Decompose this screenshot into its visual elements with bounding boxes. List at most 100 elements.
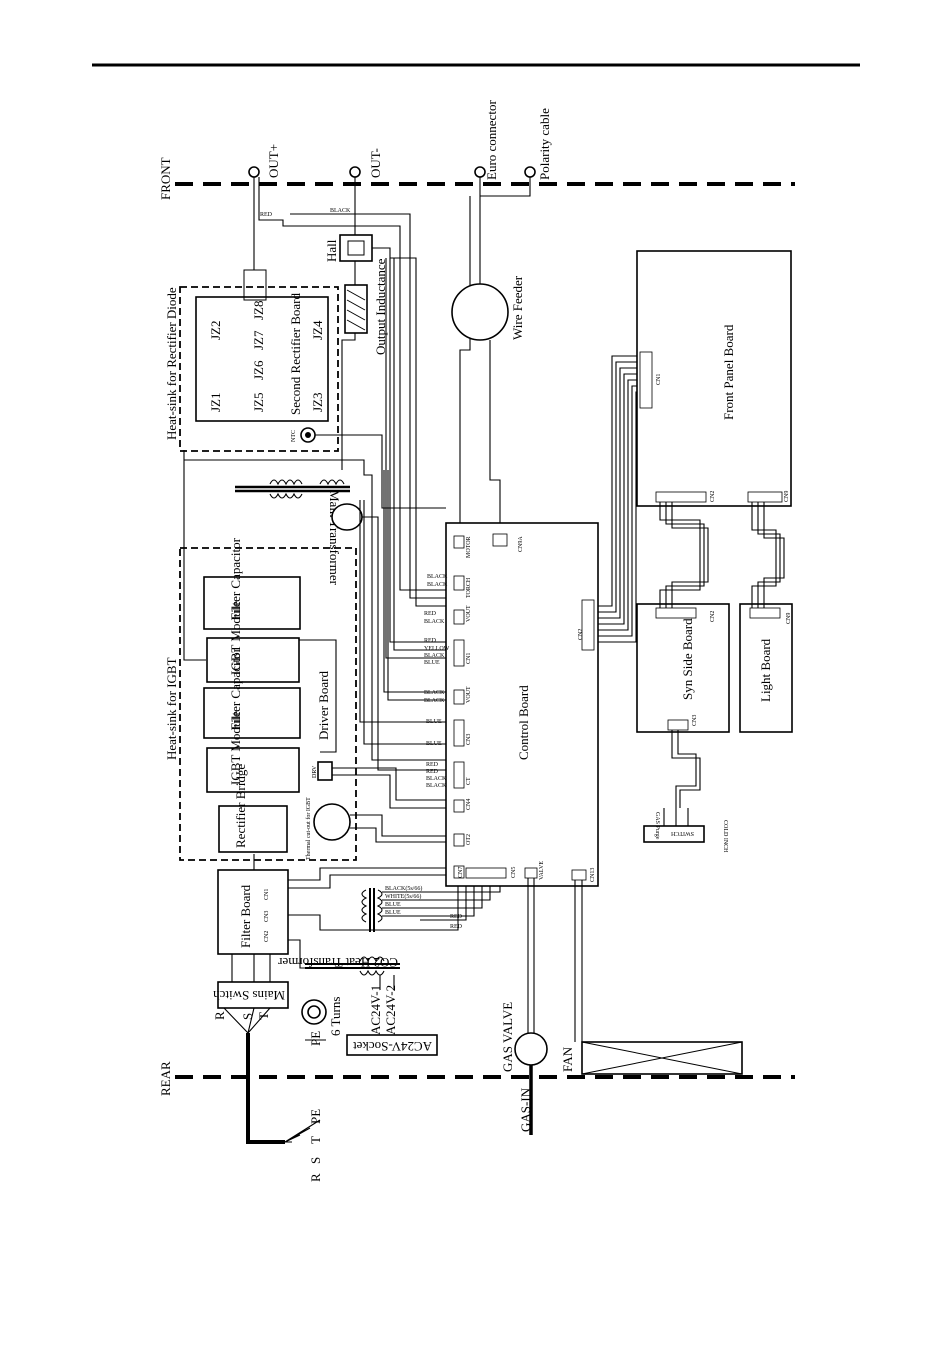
ac24v-socket: [346, 1034, 438, 1056]
cn5-label: CN5: [511, 867, 517, 878]
igbt-module-3-label: IGBT Module: [228, 601, 243, 675]
jz4: JZ4: [310, 320, 325, 340]
svg-text:BLACK: BLACK: [426, 783, 447, 789]
ac24v-1-label: AC24V-1: [368, 985, 383, 1035]
cn13-label: CN13: [590, 868, 596, 882]
thermal-wire: [350, 814, 446, 837]
fp-cn2-label: CN2: [710, 491, 716, 502]
vout-label: VOUT: [466, 605, 472, 622]
cn7-label: CN7: [458, 867, 464, 878]
gas-in-label: GAS-IN: [518, 1087, 533, 1132]
svg-text:RED: RED: [450, 924, 463, 930]
front-label: FRONT: [158, 157, 173, 200]
second-rectifier-board: [195, 296, 329, 422]
front-panel-label: Front Panel Board: [721, 324, 736, 420]
jz3: JZ3: [310, 393, 325, 413]
out-plus-terminal: [248, 166, 260, 178]
mains-switch: [217, 981, 289, 1009]
wire-feeder: [451, 283, 509, 341]
igbt-module-2: [206, 747, 300, 793]
main-transformer-label: Main Transformer: [327, 490, 342, 586]
igbt-module-3: [206, 637, 300, 683]
six-turns-label: 6 Turns: [328, 997, 343, 1036]
polarity-wire: [480, 177, 531, 197]
svg-text:RED: RED: [450, 914, 463, 920]
hall-label: Hall: [324, 239, 339, 262]
igbt-module-2-label: IGBT Module: [228, 711, 243, 785]
fp-cn1-label: CN1: [656, 374, 662, 385]
filter-board: [217, 869, 289, 955]
fb-cn1: CN1: [264, 889, 270, 900]
jz5: JZ5: [251, 393, 266, 413]
svg-text:BLACK: BLACK: [424, 698, 445, 704]
torch-label: TORCH: [466, 577, 472, 598]
vout2-label: VOUT: [466, 686, 472, 703]
mains-s: S: [240, 1013, 255, 1020]
svg-text:BLACK(5s/66): BLACK(5s/66): [385, 885, 422, 892]
supply-s: S: [308, 1157, 323, 1164]
fb-cn3: CN3: [264, 911, 270, 922]
mains-t: T: [256, 1012, 271, 1020]
filter-capacitor-2-label: Filter Capacitor: [228, 647, 243, 730]
front-panel-board: [636, 250, 792, 507]
cn1-label: CN1: [466, 653, 472, 664]
fan-label: FAN: [560, 1046, 575, 1072]
euro-connector-label: Euro connector: [484, 100, 499, 180]
syn-cn2-label: CN2: [710, 611, 716, 622]
driver-wire: [299, 639, 337, 753]
syn-side-label: Syn Side Board: [680, 618, 695, 700]
out-plus-label: OUT+: [266, 144, 281, 178]
current-transformer: [331, 503, 363, 531]
jz7: JZ7: [251, 330, 266, 350]
output-inductance-label: Output Inductance: [373, 258, 388, 355]
hall-wire: [372, 247, 446, 607]
svg-text:BLACK: BLACK: [424, 653, 445, 659]
wire-black-label: BLACK: [330, 208, 351, 214]
mains-r: R: [212, 1011, 227, 1020]
syn-side-board: [636, 603, 730, 733]
cn5-blue-1: BLUE: [385, 902, 401, 908]
co2-transformer-label: CO2 Heat Transformer: [277, 955, 398, 970]
light-cn-label: CN9: [786, 613, 792, 624]
hall-sensor: [339, 234, 373, 262]
cn2-label: CN2: [578, 629, 584, 640]
transformer-wire: [184, 459, 446, 761]
motor-label: MOTOR: [466, 536, 472, 558]
second-rectifier-label: Second Rectifier Board: [288, 292, 303, 415]
motor-wire-a: [459, 196, 471, 530]
light-board: [739, 603, 793, 733]
jz6: JZ6: [251, 360, 266, 380]
cn4-label: CN4: [466, 799, 472, 810]
supply-r: R: [308, 1173, 323, 1182]
svg-text:BLACK: BLACK: [426, 776, 447, 782]
jz8: JZ8: [251, 301, 266, 321]
heatsink-diode-label: Heat-sink for Rectifier Diode: [164, 287, 179, 440]
heatsink-diode-zone: [179, 286, 339, 452]
ot2-label: OT2: [466, 834, 472, 845]
driver-board-label: Driver Board: [316, 671, 331, 740]
svg-text:RED: RED: [426, 762, 439, 768]
svg-text:BLUE: BLUE: [424, 660, 440, 666]
drv-connector: [317, 761, 333, 781]
gas-valve-label: GAS VALVE: [500, 1002, 515, 1072]
thermal-cutout: [313, 803, 351, 841]
ntc-label: NTC: [291, 430, 297, 442]
thermal-cutout-label: Thermal cut-out for IGBT: [305, 797, 312, 860]
filter-capacitor-1-label: Filter Capacitor: [228, 537, 243, 620]
ac24v-socket-label: AC24V-Socket: [353, 1039, 432, 1054]
gas-purge-label: GAS Purge: [654, 812, 660, 840]
gas-valve: [514, 1032, 548, 1066]
ct-label: CT: [466, 777, 472, 785]
out-minus-label: OUT-: [368, 148, 383, 178]
switch-label: SWITCH: [670, 830, 694, 836]
svg-text:YELLOW: YELLOW: [424, 646, 450, 652]
filter-board-label: Filter Board: [238, 884, 253, 948]
rear-label: REAR: [158, 1061, 173, 1096]
jz1: JZ1: [208, 393, 223, 413]
control-board: [445, 522, 599, 887]
pe-ring-label: PE: [308, 1031, 323, 1046]
supply-t: T: [308, 1136, 323, 1144]
filter-capacitor-1: [203, 576, 301, 630]
cn9a-label: CN9A: [518, 536, 524, 552]
